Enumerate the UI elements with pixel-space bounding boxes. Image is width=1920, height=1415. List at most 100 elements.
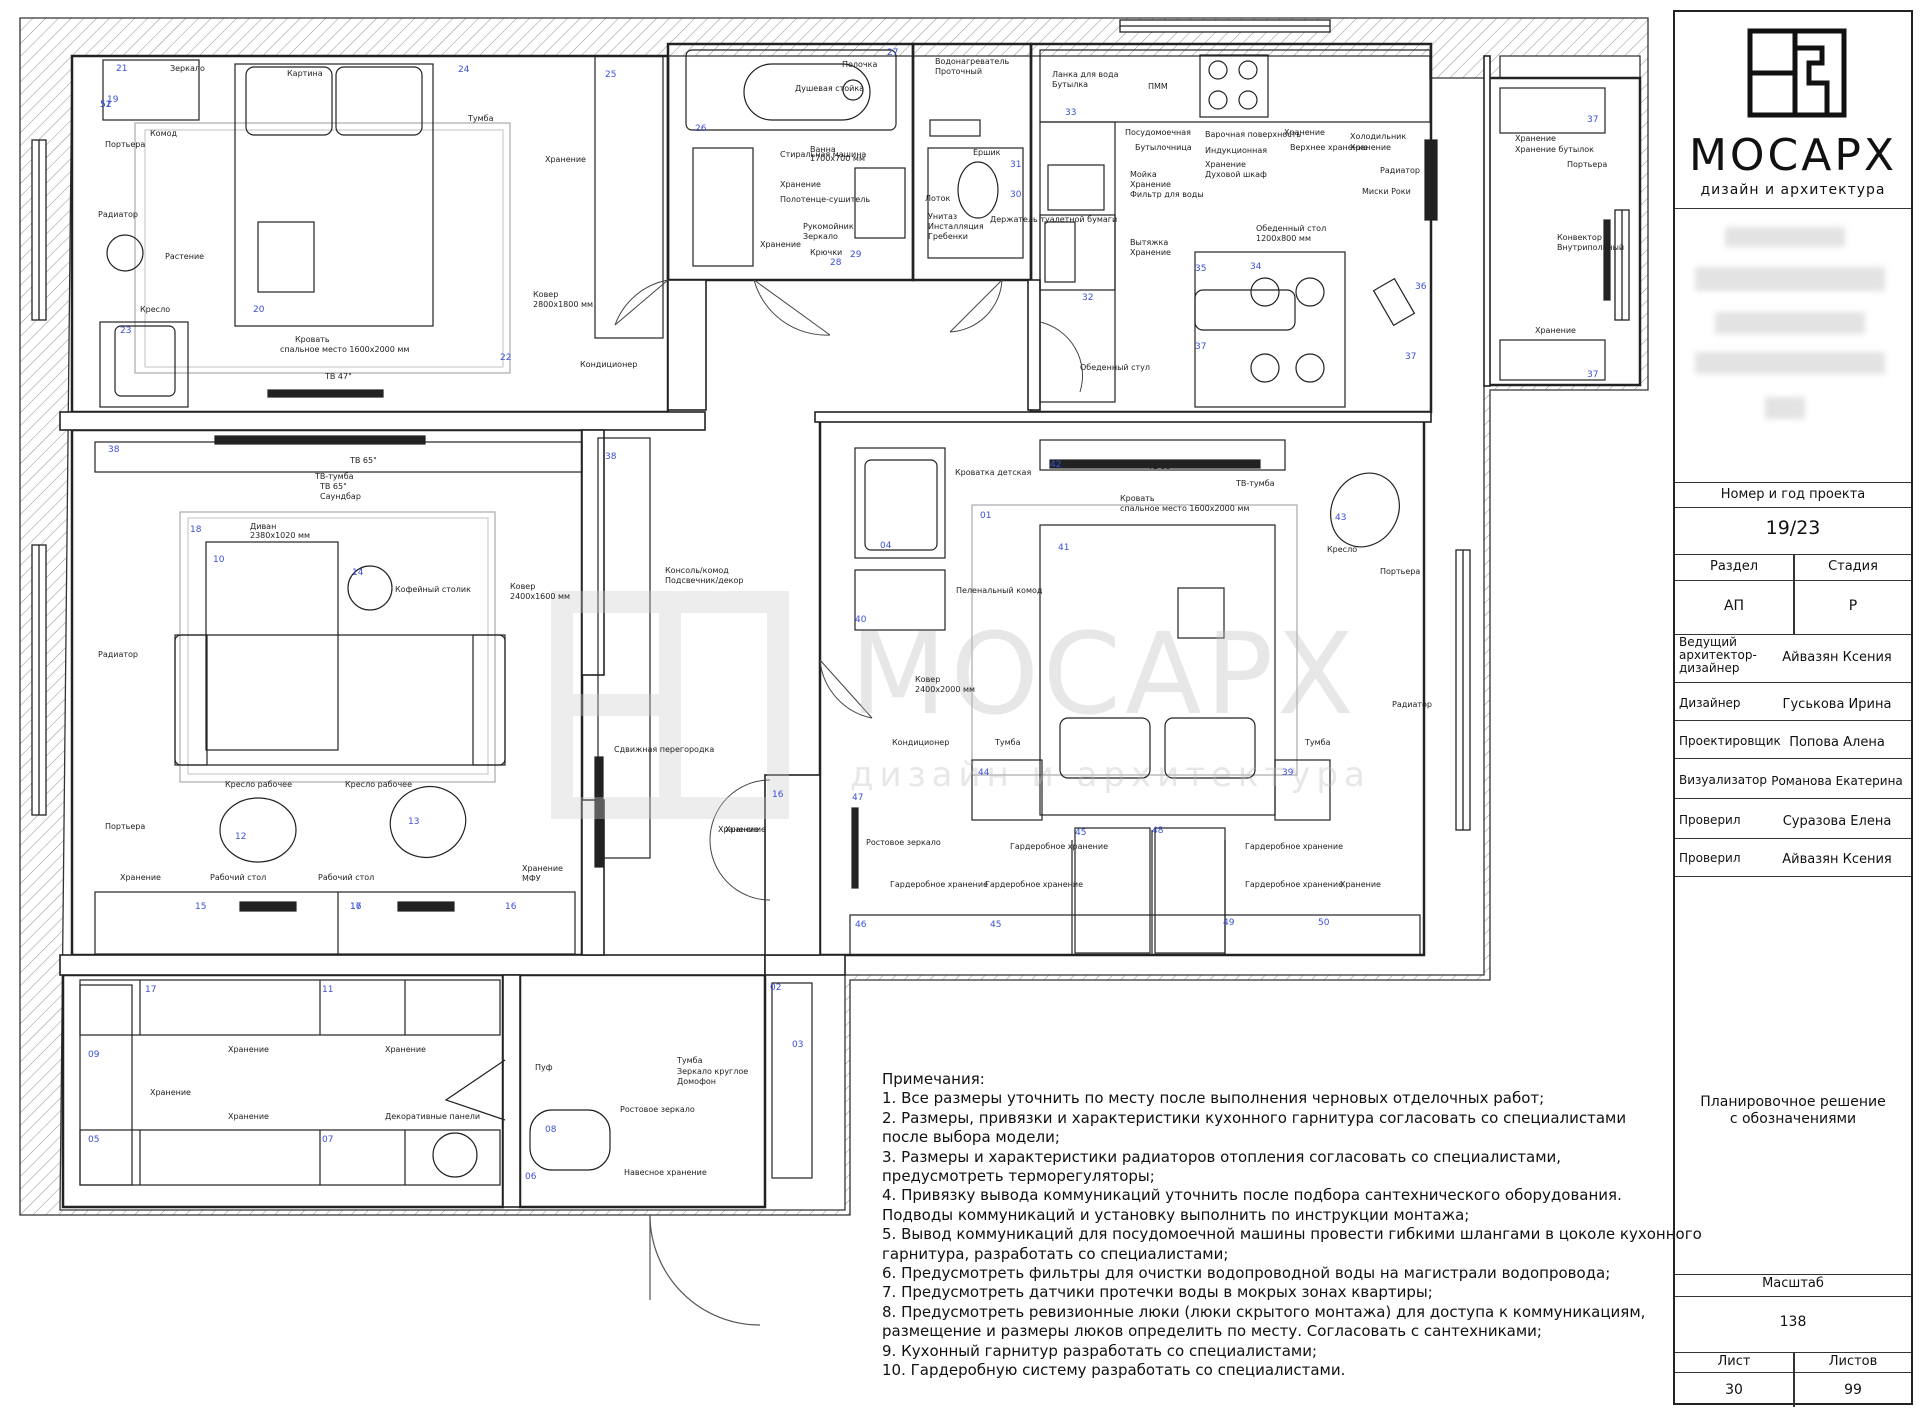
bathroom-fixtures xyxy=(685,49,1024,267)
plan-label: ТВ 65" xyxy=(350,456,377,465)
redacted-info xyxy=(1725,227,1845,247)
plan-label: Пуф xyxy=(535,1063,553,1072)
item-number: 34 xyxy=(1250,262,1262,272)
brand-tagline: дизайн и архитектура xyxy=(1700,182,1886,198)
plan-label: Ершик xyxy=(973,148,1001,157)
role-visualizer: Визуализатор xyxy=(1679,773,1768,787)
plan-label: Полотенце-сушитель xyxy=(780,195,871,204)
plan-label: Зеркало xyxy=(170,64,205,73)
item-number: 03 xyxy=(792,1040,804,1050)
note-line: 3. Размеры и характеристики радиаторов о… xyxy=(882,1147,1562,1166)
plan-label: Бутылка xyxy=(1052,80,1089,89)
person-designer: Гуськова Ирина xyxy=(1782,697,1892,712)
plan-label: 2400х1600 мм xyxy=(510,592,571,601)
item-number: 04 xyxy=(880,541,892,551)
item-number: 27 xyxy=(887,48,899,58)
item-number: 17 xyxy=(350,902,362,912)
plan-label: Кровать xyxy=(295,335,330,344)
plan-label: Портьера xyxy=(1380,567,1421,576)
plan-label: 2800х1800 мм xyxy=(533,300,594,309)
plan-label: Радиатор xyxy=(98,650,138,659)
plan-label: Тумба xyxy=(468,114,494,123)
item-number: 38 xyxy=(108,445,120,455)
plan-label: спальное место 1600х2000 мм xyxy=(280,345,410,354)
plan-label: МФУ xyxy=(522,874,541,883)
plan-label: Зеркало круглое xyxy=(677,1067,749,1076)
interior-walls xyxy=(61,42,1642,1209)
plan-label: Миски Роки xyxy=(1362,187,1411,196)
plan-label: Гардеробное хранение xyxy=(890,880,989,889)
plan-label: Хранение xyxy=(725,825,766,834)
item-number: 51 xyxy=(100,100,112,110)
plan-label: Гребенки xyxy=(928,232,968,241)
item-number: 41 xyxy=(1058,543,1070,553)
plan-label: Портьера xyxy=(105,822,146,831)
item-number: 24 xyxy=(458,65,470,75)
item-number: 50 xyxy=(1318,918,1330,928)
balcony-fixtures xyxy=(1499,87,1611,381)
plan-label: Хранение xyxy=(1535,326,1576,335)
section-value: АП xyxy=(1723,598,1745,614)
bedroom-1-furniture xyxy=(99,55,664,408)
plan-label: Тумба xyxy=(995,738,1021,747)
plan-label: Водонагреватель xyxy=(935,57,1010,66)
item-number: 16 xyxy=(772,790,784,800)
plan-label: Рабочий стол xyxy=(210,873,267,882)
item-number: 33 xyxy=(1065,108,1077,118)
note-line: размещение и размеры люков определить по… xyxy=(882,1322,1542,1341)
plan-label: ТВ 65" xyxy=(320,482,347,491)
sheets-value: 99 xyxy=(1844,1382,1862,1398)
item-number: 48 xyxy=(1152,826,1164,836)
item-number: 12 xyxy=(235,832,247,842)
plan-label: Бутылочница xyxy=(1135,143,1192,152)
plan-label: Комод xyxy=(150,129,178,138)
plan-label: Навесное хранение xyxy=(624,1168,707,1177)
plan-label: Гардеробное хранение xyxy=(1245,842,1344,851)
redacted-info xyxy=(1765,397,1805,419)
plan-label: спальное место 1600х2000 мм xyxy=(1120,504,1250,513)
plan-label: Духовой шкаф xyxy=(1205,170,1267,179)
person-checker-2: Айвазян Ксения xyxy=(1782,852,1892,867)
plan-label: Пеленальный комод xyxy=(956,586,1043,595)
item-number: 09 xyxy=(88,1050,100,1060)
person-engineer: Попова Алена xyxy=(1789,735,1885,750)
role-engineer: Проектировщик xyxy=(1679,734,1781,748)
plan-label: ТВ-тумба xyxy=(315,472,354,481)
person-checker-1: Суразова Елена xyxy=(1782,814,1892,829)
plan-label: Хранение xyxy=(385,1045,426,1054)
note-line: Подводы коммуникаций и установку выполни… xyxy=(882,1205,1470,1224)
plan-label: Кроватка детская xyxy=(955,468,1032,477)
plan-label: 1700х700 мм xyxy=(810,154,865,163)
redacted-info xyxy=(1715,312,1865,334)
plan-label: Обеденный стол xyxy=(1256,224,1327,233)
item-number: 17 xyxy=(145,985,157,995)
plan-label: Крючки xyxy=(810,248,843,257)
item-number: 38 xyxy=(605,452,617,462)
item-number: 44 xyxy=(978,768,990,778)
plan-label: Хранение xyxy=(545,155,586,164)
item-number: 30 xyxy=(1010,190,1022,200)
plan-label: Ростовое зеркало xyxy=(866,838,941,847)
plan-label: Растение xyxy=(165,252,205,261)
sheet-value: 30 xyxy=(1725,1382,1743,1398)
note-line: 5. Вывод коммуникаций для посудомоечной … xyxy=(882,1225,1702,1244)
plan-label: Ковер xyxy=(510,582,536,591)
item-number: 37 xyxy=(1195,342,1207,352)
note-line: 8. Предусмотреть ревизионные люки (люки … xyxy=(882,1302,1646,1321)
item-number: 05 xyxy=(88,1135,100,1145)
item-number: 32 xyxy=(1082,293,1094,303)
plan-label: Хранение xyxy=(760,240,801,249)
project-number: 19/23 xyxy=(1765,517,1821,539)
brand-logo-icon xyxy=(1747,28,1847,118)
item-number: 37 xyxy=(1587,115,1599,125)
plan-label: Душевая стойка xyxy=(795,84,865,93)
section-label: Раздел xyxy=(1709,559,1758,574)
item-number: 26 xyxy=(695,124,707,134)
plan-label: Домофон xyxy=(677,1077,717,1086)
item-number: 37 xyxy=(1405,352,1417,362)
item-number: 13 xyxy=(408,817,420,827)
plan-label: Хранение xyxy=(1205,160,1246,169)
plan-label: Зеркало xyxy=(803,232,838,241)
plan-label: Сдвижная перегородка xyxy=(614,745,715,754)
plan-label: Консоль/комод xyxy=(665,566,729,575)
